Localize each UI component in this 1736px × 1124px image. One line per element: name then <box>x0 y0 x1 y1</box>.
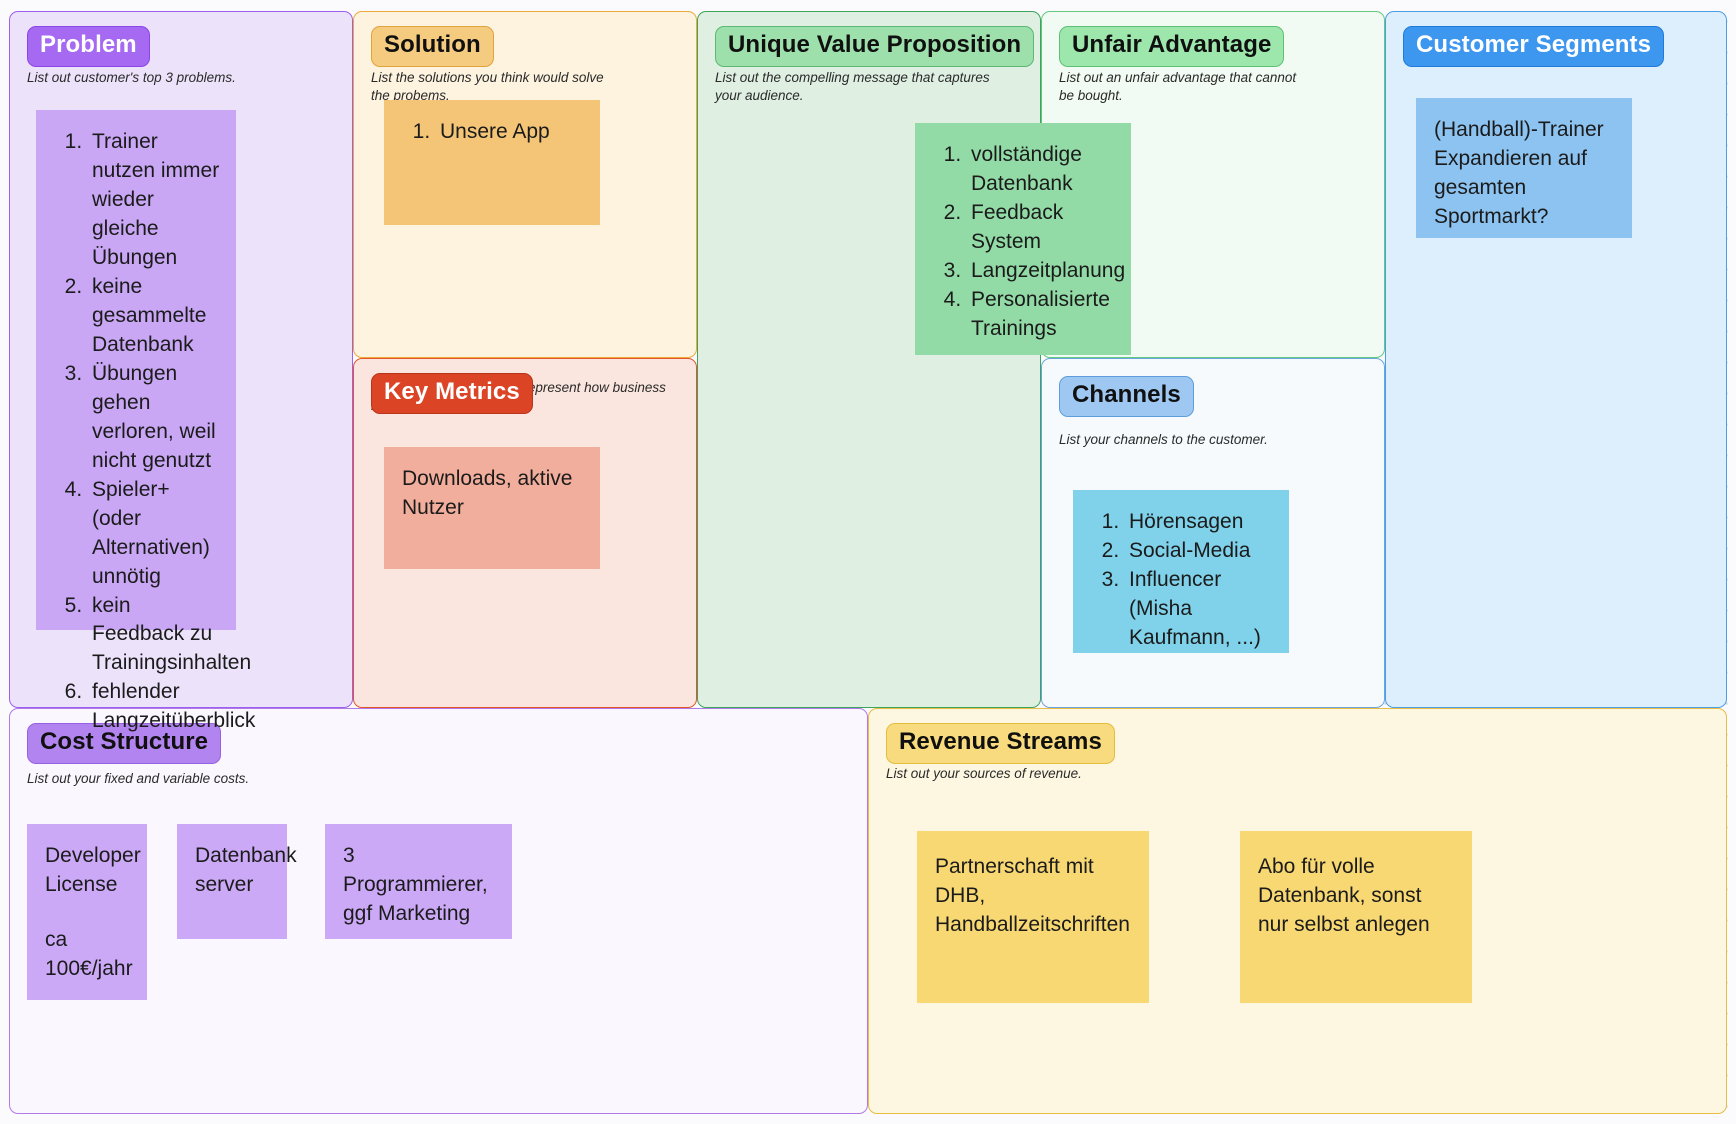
note-text: Downloads, aktive Nutzer <box>402 467 573 519</box>
note-list-unfair-advantage: vollständige Datenbank Feedback System L… <box>933 141 1125 344</box>
note-text: Datenbank server <box>195 844 297 896</box>
block-cost-structure[interactable]: Cost Structure List out your fixed and v… <box>9 708 868 1114</box>
sticky-note-cost-1[interactable]: Developer License ca 100€/jahr <box>27 824 147 1000</box>
note-list-solution: Unsere App <box>402 118 584 147</box>
block-hint-cost-structure: List out your fixed and variable costs. <box>27 770 250 786</box>
list-item: Social-Media <box>1125 537 1273 566</box>
block-problem[interactable]: Problem List out customer's top 3 proble… <box>9 11 353 732</box>
block-channels[interactable]: Channels List your channels to the custo… <box>1041 358 1385 708</box>
sticky-note-solution[interactable]: Unsere App <box>384 100 600 225</box>
list-item: Spieler+ (oder Alternativen) unnötig <box>88 476 220 592</box>
block-solution[interactable]: Solution List the solutions you think wo… <box>353 11 697 358</box>
note-text: Developer License <box>45 844 141 896</box>
note-text: Abo für volle Datenbank, sonst nur selbs… <box>1258 855 1430 936</box>
sticky-note-cost-3[interactable]: 3 Programmierer, ggf Marketing <box>325 824 512 939</box>
block-title-customer-segments: Customer Segments <box>1403 26 1665 67</box>
list-item: vollständige Datenbank <box>967 141 1115 199</box>
block-title-unfair-advantage: Unfair Advantage <box>1059 26 1285 67</box>
sticky-note-key-metrics[interactable]: Downloads, aktive Nutzer <box>384 447 600 569</box>
block-title-unique-value-proposition: Unique Value Proposition <box>715 26 1035 67</box>
note-text: (Handball)-Trainer Expandieren auf gesam… <box>1434 118 1604 228</box>
list-item: Hörensagen <box>1125 508 1273 537</box>
list-item: Influencer (Misha Kaufmann, ...) <box>1125 566 1273 653</box>
block-revenue-streams[interactable]: Revenue Streams List out your sources of… <box>868 708 1727 1114</box>
block-unique-value-proposition[interactable]: Unique Value Proposition List out the co… <box>697 11 1041 708</box>
block-hint-revenue-streams: List out your sources of revenue. <box>886 765 1082 781</box>
block-hint-unfair-advantage: List out an unfair advantage that cannot… <box>1059 69 1297 103</box>
list-item: Personalisierte Trainings <box>967 286 1115 344</box>
sticky-note-customer-segments[interactable]: (Handball)-Trainer Expandieren auf gesam… <box>1416 98 1632 238</box>
list-item: kein Feedback zu Trainingsinhalten <box>88 592 251 679</box>
sticky-note-unfair-advantage[interactable]: vollständige Datenbank Feedback System L… <box>915 123 1131 355</box>
block-key-metrics[interactable]: List out the numbers that represent how … <box>353 358 697 708</box>
block-hint-problem: List out customer's top 3 problems. <box>27 69 236 85</box>
sticky-note-revenue-2[interactable]: Abo für volle Datenbank, sonst nur selbs… <box>1240 831 1472 1003</box>
list-item: fehlender Langzeitüberblick <box>88 678 255 736</box>
note-spacer <box>45 900 131 926</box>
note-text: Partnerschaft mit DHB, Handballzeitschri… <box>935 855 1130 936</box>
sticky-note-channels[interactable]: Hörensagen Social-Media Influencer (Mish… <box>1073 490 1289 653</box>
note-list-problem: Trainer nutzen immer wieder gleiche Übun… <box>54 128 255 736</box>
block-hint-channels: List your channels to the customer. <box>1059 431 1268 447</box>
list-item: Unsere App <box>436 118 584 147</box>
note-text-secondary: ca 100€/jahr <box>45 927 133 980</box>
sticky-note-problem[interactable]: Trainer nutzen immer wieder gleiche Übun… <box>36 110 255 732</box>
block-title-revenue-streams: Revenue Streams <box>886 723 1115 764</box>
block-hint-solution: List the solutions you think would solve… <box>371 69 604 103</box>
sticky-note-cost-2[interactable]: Datenbank server <box>177 824 297 939</box>
block-hint-unique-value-proposition: List out the compelling message that cap… <box>715 69 990 103</box>
list-item: Feedback System <box>967 199 1115 257</box>
block-title-solution: Solution <box>371 26 494 67</box>
block-customer-segments[interactable]: Customer Segments (Handball)-Trainer Exp… <box>1385 11 1727 708</box>
block-title-problem: Problem <box>27 26 150 67</box>
block-unfair-advantage[interactable]: Unfair Advantage List out an unfair adva… <box>1041 11 1385 358</box>
board-grid: Problem List out customer's top 3 proble… <box>9 11 1727 1114</box>
list-item: Übungen gehen verloren, weil nicht genut… <box>88 360 220 476</box>
block-title-channels: Channels <box>1059 376 1194 417</box>
note-list-channels: Hörensagen Social-Media Influencer (Mish… <box>1091 508 1273 653</box>
note-text: 3 Programmierer, ggf Marketing <box>343 844 488 925</box>
block-title-cost-structure: Cost Structure <box>27 723 222 764</box>
sticky-note-revenue-1[interactable]: Partnerschaft mit DHB, Handballzeitschri… <box>917 831 1149 1003</box>
list-item: keine gesammelte Datenbank <box>88 273 220 360</box>
list-item: Trainer nutzen immer wieder gleiche Übun… <box>88 128 220 273</box>
block-title-key-metrics: Key Metrics <box>371 373 533 414</box>
list-item: Langzeitplanung <box>967 257 1125 286</box>
